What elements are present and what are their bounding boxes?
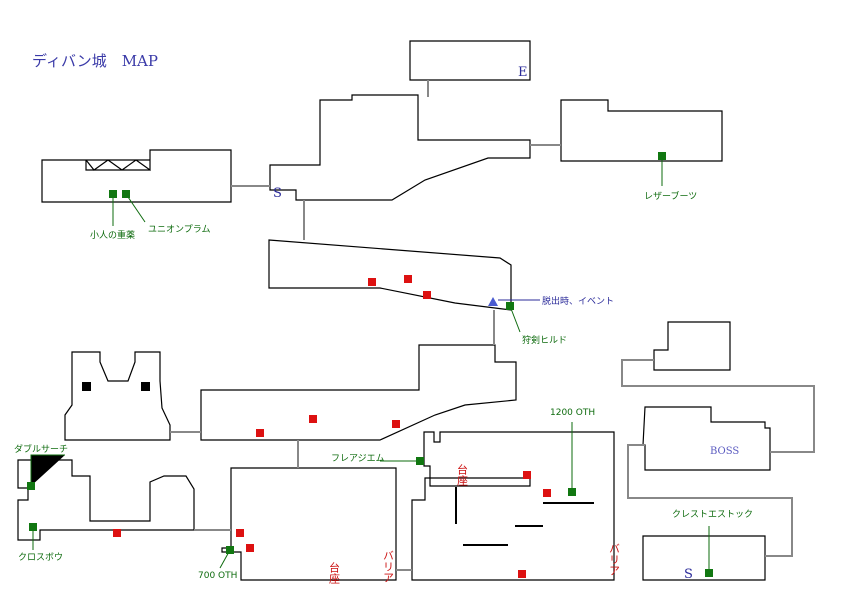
leader-double-search bbox=[30, 454, 65, 486]
item-boots bbox=[658, 152, 666, 160]
room-center-lower bbox=[221, 467, 397, 581]
treasure-4 bbox=[309, 415, 317, 423]
boss-marker: BOSS bbox=[710, 446, 739, 457]
treasure-2 bbox=[404, 275, 412, 283]
item-crest bbox=[705, 569, 713, 577]
item-flare-gem bbox=[416, 457, 424, 465]
room-skull bbox=[64, 351, 171, 441]
map-title: ディバン城 MAP bbox=[32, 52, 158, 70]
treasure-9 bbox=[246, 544, 254, 552]
corridor-boss-south bbox=[627, 444, 793, 557]
label-hunting-sword: 狩剣ヒルド bbox=[522, 334, 567, 346]
treasure-11 bbox=[543, 489, 551, 497]
treasure-10 bbox=[523, 471, 531, 479]
label-700-oth: 700 OTH bbox=[198, 571, 237, 581]
treasure-7 bbox=[113, 529, 121, 537]
label-flare-gem: フレアジエム bbox=[331, 453, 385, 464]
room-long bbox=[200, 344, 517, 441]
label-barrier-2: バリア bbox=[608, 543, 621, 576]
map-corridors bbox=[30, 80, 815, 573]
label-pedestal-1: 台座 bbox=[456, 463, 469, 486]
room-west bbox=[41, 149, 232, 203]
room-entrance bbox=[409, 40, 531, 81]
skull-eye-right bbox=[141, 382, 150, 391]
item-1200-oth bbox=[568, 488, 576, 496]
leader-sword bbox=[509, 305, 521, 333]
entrance-marker: E bbox=[518, 65, 528, 80]
treasure-6 bbox=[392, 420, 400, 428]
item-700-oth bbox=[226, 546, 234, 554]
event-triangle-icon bbox=[488, 297, 498, 306]
leader-plum bbox=[125, 193, 146, 223]
label-pedestal-2: 台座 bbox=[328, 561, 341, 584]
label-1200-oth: 1200 OTH bbox=[550, 408, 595, 418]
item-plum bbox=[122, 190, 130, 198]
room-west-lower bbox=[17, 459, 195, 541]
item-medicine bbox=[109, 190, 117, 198]
room-boss bbox=[642, 406, 771, 471]
treasure-1 bbox=[368, 278, 376, 286]
item-sword bbox=[506, 302, 514, 310]
label-crest-stock: クレストエストック bbox=[672, 509, 753, 520]
label-crossbow: クロスボウ bbox=[18, 552, 63, 563]
start-marker: S bbox=[273, 186, 282, 201]
corridor-upper-right-boss bbox=[621, 359, 815, 453]
treasure-5 bbox=[256, 429, 264, 437]
map-markers bbox=[27, 152, 713, 578]
room-boots bbox=[560, 99, 723, 162]
label-leather-boots: レザーブーツ bbox=[644, 190, 697, 202]
room-upper-right bbox=[653, 321, 731, 371]
skull-eye-left bbox=[82, 382, 91, 391]
label-double-search: ダブルサーチ bbox=[14, 443, 68, 455]
room-upper-center bbox=[269, 94, 531, 201]
map-walls bbox=[17, 40, 771, 581]
treasure-8 bbox=[236, 529, 244, 537]
room-middle bbox=[268, 239, 512, 311]
label-barrier-1: バリア bbox=[382, 550, 395, 583]
label-unicorn-plum: ユニオンプラム bbox=[148, 224, 210, 235]
start-marker-bottom: S bbox=[684, 567, 693, 582]
treasure-3 bbox=[423, 291, 431, 299]
item-double-search bbox=[27, 482, 35, 490]
treasure-12 bbox=[518, 570, 526, 578]
room-south-start bbox=[642, 535, 766, 581]
item-crossbow bbox=[29, 523, 37, 531]
room-right-lower bbox=[411, 431, 615, 581]
label-escape-event: 脱出時、イベント bbox=[542, 295, 614, 307]
label-dwarf-medicine: 小人の重薬 bbox=[90, 229, 135, 241]
